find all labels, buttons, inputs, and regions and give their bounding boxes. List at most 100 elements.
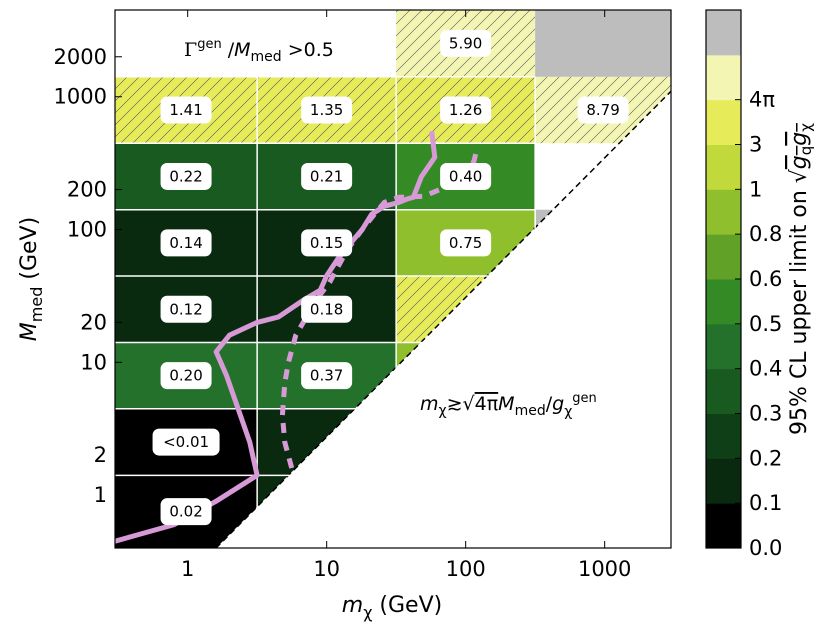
label-box <box>301 162 353 190</box>
y-tick-label: 1 <box>94 483 107 507</box>
cell-value-label: 0.12 <box>160 295 212 323</box>
label-box <box>301 229 353 257</box>
colorbar-band <box>706 279 741 325</box>
colorbar-band <box>706 458 741 504</box>
cell-value-label: 0.75 <box>440 229 492 257</box>
cell-value-label: 0.22 <box>160 162 212 190</box>
cell-value-labels: 0.02 <0.01 0.20 0.12 0.14 0.22 1.41 0.37 0.18 0.1… <box>152 29 629 526</box>
cell-value-label: 1.26 <box>440 96 492 124</box>
colorbar-tick-label: 0.0 <box>749 536 782 560</box>
label-box <box>440 96 492 124</box>
cell-value-label: 1.35 <box>301 96 353 124</box>
label-text: 1.41 <box>169 101 202 119</box>
observed-limit-curve <box>115 130 438 544</box>
limit-curves <box>115 130 480 544</box>
colorbar-tick-label: 0.2 <box>749 446 782 470</box>
label-box <box>440 29 492 57</box>
label-text: 0.75 <box>449 234 482 252</box>
colorbar-tick-label: 0.4 <box>749 357 782 381</box>
label-text: 1.26 <box>449 101 482 119</box>
colorbar-band <box>706 323 741 370</box>
y-tick-label: 1000 <box>54 85 107 109</box>
colorbar-tick-label: 0.1 <box>749 491 782 515</box>
label-box <box>160 162 212 190</box>
width-annotation-text: Γgen /Mmed >0.5 <box>184 37 334 65</box>
colorbar-band <box>706 144 741 190</box>
y-tick-label: 2 <box>94 443 107 467</box>
cell-value-label: 0.18 <box>301 295 353 323</box>
label-text: 0.18 <box>310 300 343 318</box>
colorbar-tick-label: 0.8 <box>749 222 782 246</box>
colorbar-band <box>706 503 741 549</box>
cell-value-label: <0.01 <box>152 428 220 456</box>
x-tick-label: 1 <box>181 557 194 581</box>
x-tick-label: 1000 <box>578 557 631 581</box>
perturbativity-annotation: mχ≳√4πMmed/gχgen <box>420 391 597 420</box>
y-tick-label: 20 <box>80 310 107 334</box>
label-box <box>152 428 220 456</box>
colorbar-band <box>706 189 741 235</box>
x-axis: 1 10 100 1000 <box>181 10 631 581</box>
x-tick-label: 10 <box>313 557 340 581</box>
x-axis-title: mχ (GeV) <box>342 593 442 622</box>
label-box <box>160 295 212 323</box>
label-box <box>301 362 353 390</box>
cell-value-label: 0.40 <box>440 162 492 190</box>
colorbar-tick-label: 3 <box>749 133 762 157</box>
colorbar-tick-label: 0.5 <box>749 312 782 336</box>
label-text: 0.12 <box>169 300 202 318</box>
cell-value-label: 0.02 <box>160 498 212 526</box>
label-box <box>301 295 353 323</box>
label-box <box>160 498 212 526</box>
y-tick-label: 200 <box>67 178 107 202</box>
colorbar-band <box>706 368 741 414</box>
colorbar-band <box>706 54 741 101</box>
cell-value-label: 5.90 <box>440 29 492 57</box>
label-text: <0.01 <box>163 433 209 451</box>
colorbar-band <box>706 234 741 280</box>
colorbar-band <box>706 10 741 56</box>
label-box <box>301 96 353 124</box>
cell-value-label: 0.15 <box>301 229 353 257</box>
y-tick-label: 100 <box>67 218 107 242</box>
label-text: 0.20 <box>169 367 202 385</box>
colorbar-band <box>706 99 741 145</box>
label-text: 0.40 <box>449 167 482 185</box>
label-text: 0.02 <box>169 503 202 521</box>
label-text: 0.14 <box>169 234 202 252</box>
colorbar-bands <box>706 10 741 549</box>
label-text: 1.35 <box>310 101 343 119</box>
cell-value-label: 0.14 <box>160 229 212 257</box>
colorbar-tick-label: 0.3 <box>749 402 782 426</box>
label-box <box>577 96 629 124</box>
label-box <box>440 162 492 190</box>
cell-value-label: 8.79 <box>577 96 629 124</box>
cell-value-label: 0.20 <box>160 362 212 390</box>
label-box <box>160 96 212 124</box>
colorbar-band <box>706 413 741 459</box>
colorbar-tick-label: 1 <box>749 177 762 201</box>
x-tick-label: 100 <box>446 557 486 581</box>
colorbar-ticks: 0.0 0.1 0.2 0.3 0.4 0.5 0.6 0.8 1 3 4π <box>735 88 782 560</box>
colorbar-tick-label: 4π <box>749 88 775 112</box>
label-text: 0.22 <box>169 167 202 185</box>
perturbativity-annotation-text: mχ≳√4πMmed/gχgen <box>420 391 597 420</box>
label-box <box>160 362 212 390</box>
plot-area: 0.02 <0.01 0.20 0.12 0.14 0.22 1.41 0.37 0.18 0.1… <box>114 9 672 549</box>
cell-value-label: 0.37 <box>301 362 353 390</box>
plot-frame <box>114 9 672 549</box>
colorbar-tick-label: 0.6 <box>749 267 782 291</box>
cell-value-label: 1.41 <box>160 96 212 124</box>
label-text: 0.15 <box>310 234 343 252</box>
label-text: 0.37 <box>310 367 343 385</box>
cell-value-label: 0.21 <box>301 162 353 190</box>
heatmap-cell <box>535 10 671 77</box>
label-box <box>160 229 212 257</box>
y-axis-title: Mmed (GeV) <box>17 217 46 341</box>
expected-limit-curve <box>279 149 480 469</box>
label-text: 8.79 <box>586 101 619 119</box>
width-annotation: Γgen /Mmed >0.5 <box>184 37 334 65</box>
label-text: 0.21 <box>310 167 343 185</box>
